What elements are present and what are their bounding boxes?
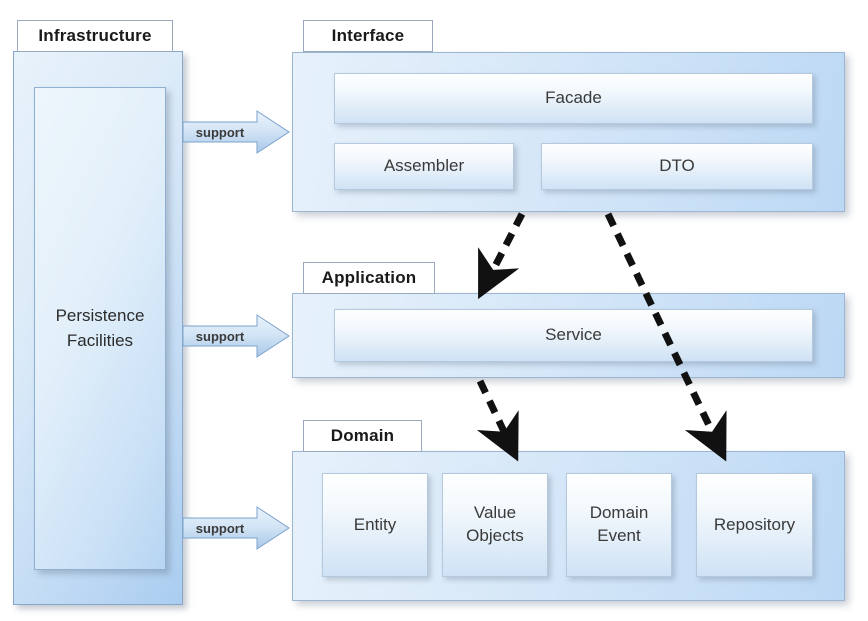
repository-box[interactable]: Repository <box>696 473 813 577</box>
repository-label: Repository <box>713 514 796 534</box>
persistence-facilities-line1: Persistence <box>55 305 145 325</box>
application-tab-text: Application <box>321 268 417 287</box>
value-objects-line1: Value <box>473 503 517 523</box>
persistence-facilities-label: Persistence Facilities <box>56 304 145 353</box>
service-label: Service <box>545 325 602 345</box>
assembler-label: Assembler <box>383 156 465 176</box>
support-arrow-to-application: support <box>182 312 291 360</box>
domain-tab-text: Domain <box>330 426 395 445</box>
entity-label: Entity <box>353 514 397 534</box>
persistence-facilities-box: Persistence Facilities <box>34 87 166 570</box>
interface-tab-text: Interface <box>331 26 405 45</box>
application-tab-label: Application <box>303 262 435 294</box>
support-arrow-icon <box>182 110 290 154</box>
service-box[interactable]: Service <box>334 309 813 362</box>
support-arrow-icon <box>182 314 290 358</box>
domain-event-line2: Event <box>597 526 641 545</box>
domain-event-line1: Domain <box>589 503 649 523</box>
entity-box[interactable]: Entity <box>322 473 428 577</box>
infrastructure-tab-text: Infrastructure <box>38 26 152 45</box>
interface-tab-label: Interface <box>303 20 433 52</box>
value-objects-line2: Objects <box>466 526 524 545</box>
dto-label: DTO <box>659 156 695 176</box>
facade-box[interactable]: Facade <box>334 73 813 124</box>
domain-tab-label: Domain <box>303 420 422 452</box>
arrow-application-to-domain <box>476 379 519 462</box>
support-arrow-to-domain: support <box>182 504 291 552</box>
arrow-interface-to-application <box>478 212 526 300</box>
value-objects-label: Value Objects <box>466 502 524 548</box>
assembler-box[interactable]: Assembler <box>334 143 514 190</box>
domain-event-box[interactable]: Domain Event <box>566 473 672 577</box>
persistence-facilities-line2: Facilities <box>66 330 134 350</box>
infrastructure-tab-label: Infrastructure <box>17 20 173 52</box>
dto-box[interactable]: DTO <box>541 143 813 190</box>
domain-event-label: Domain Event <box>590 502 649 548</box>
support-arrow-to-interface: support <box>182 108 291 156</box>
value-objects-box[interactable]: Value Objects <box>442 473 548 577</box>
facade-label: Facade <box>545 88 602 108</box>
support-arrow-icon <box>182 506 290 550</box>
